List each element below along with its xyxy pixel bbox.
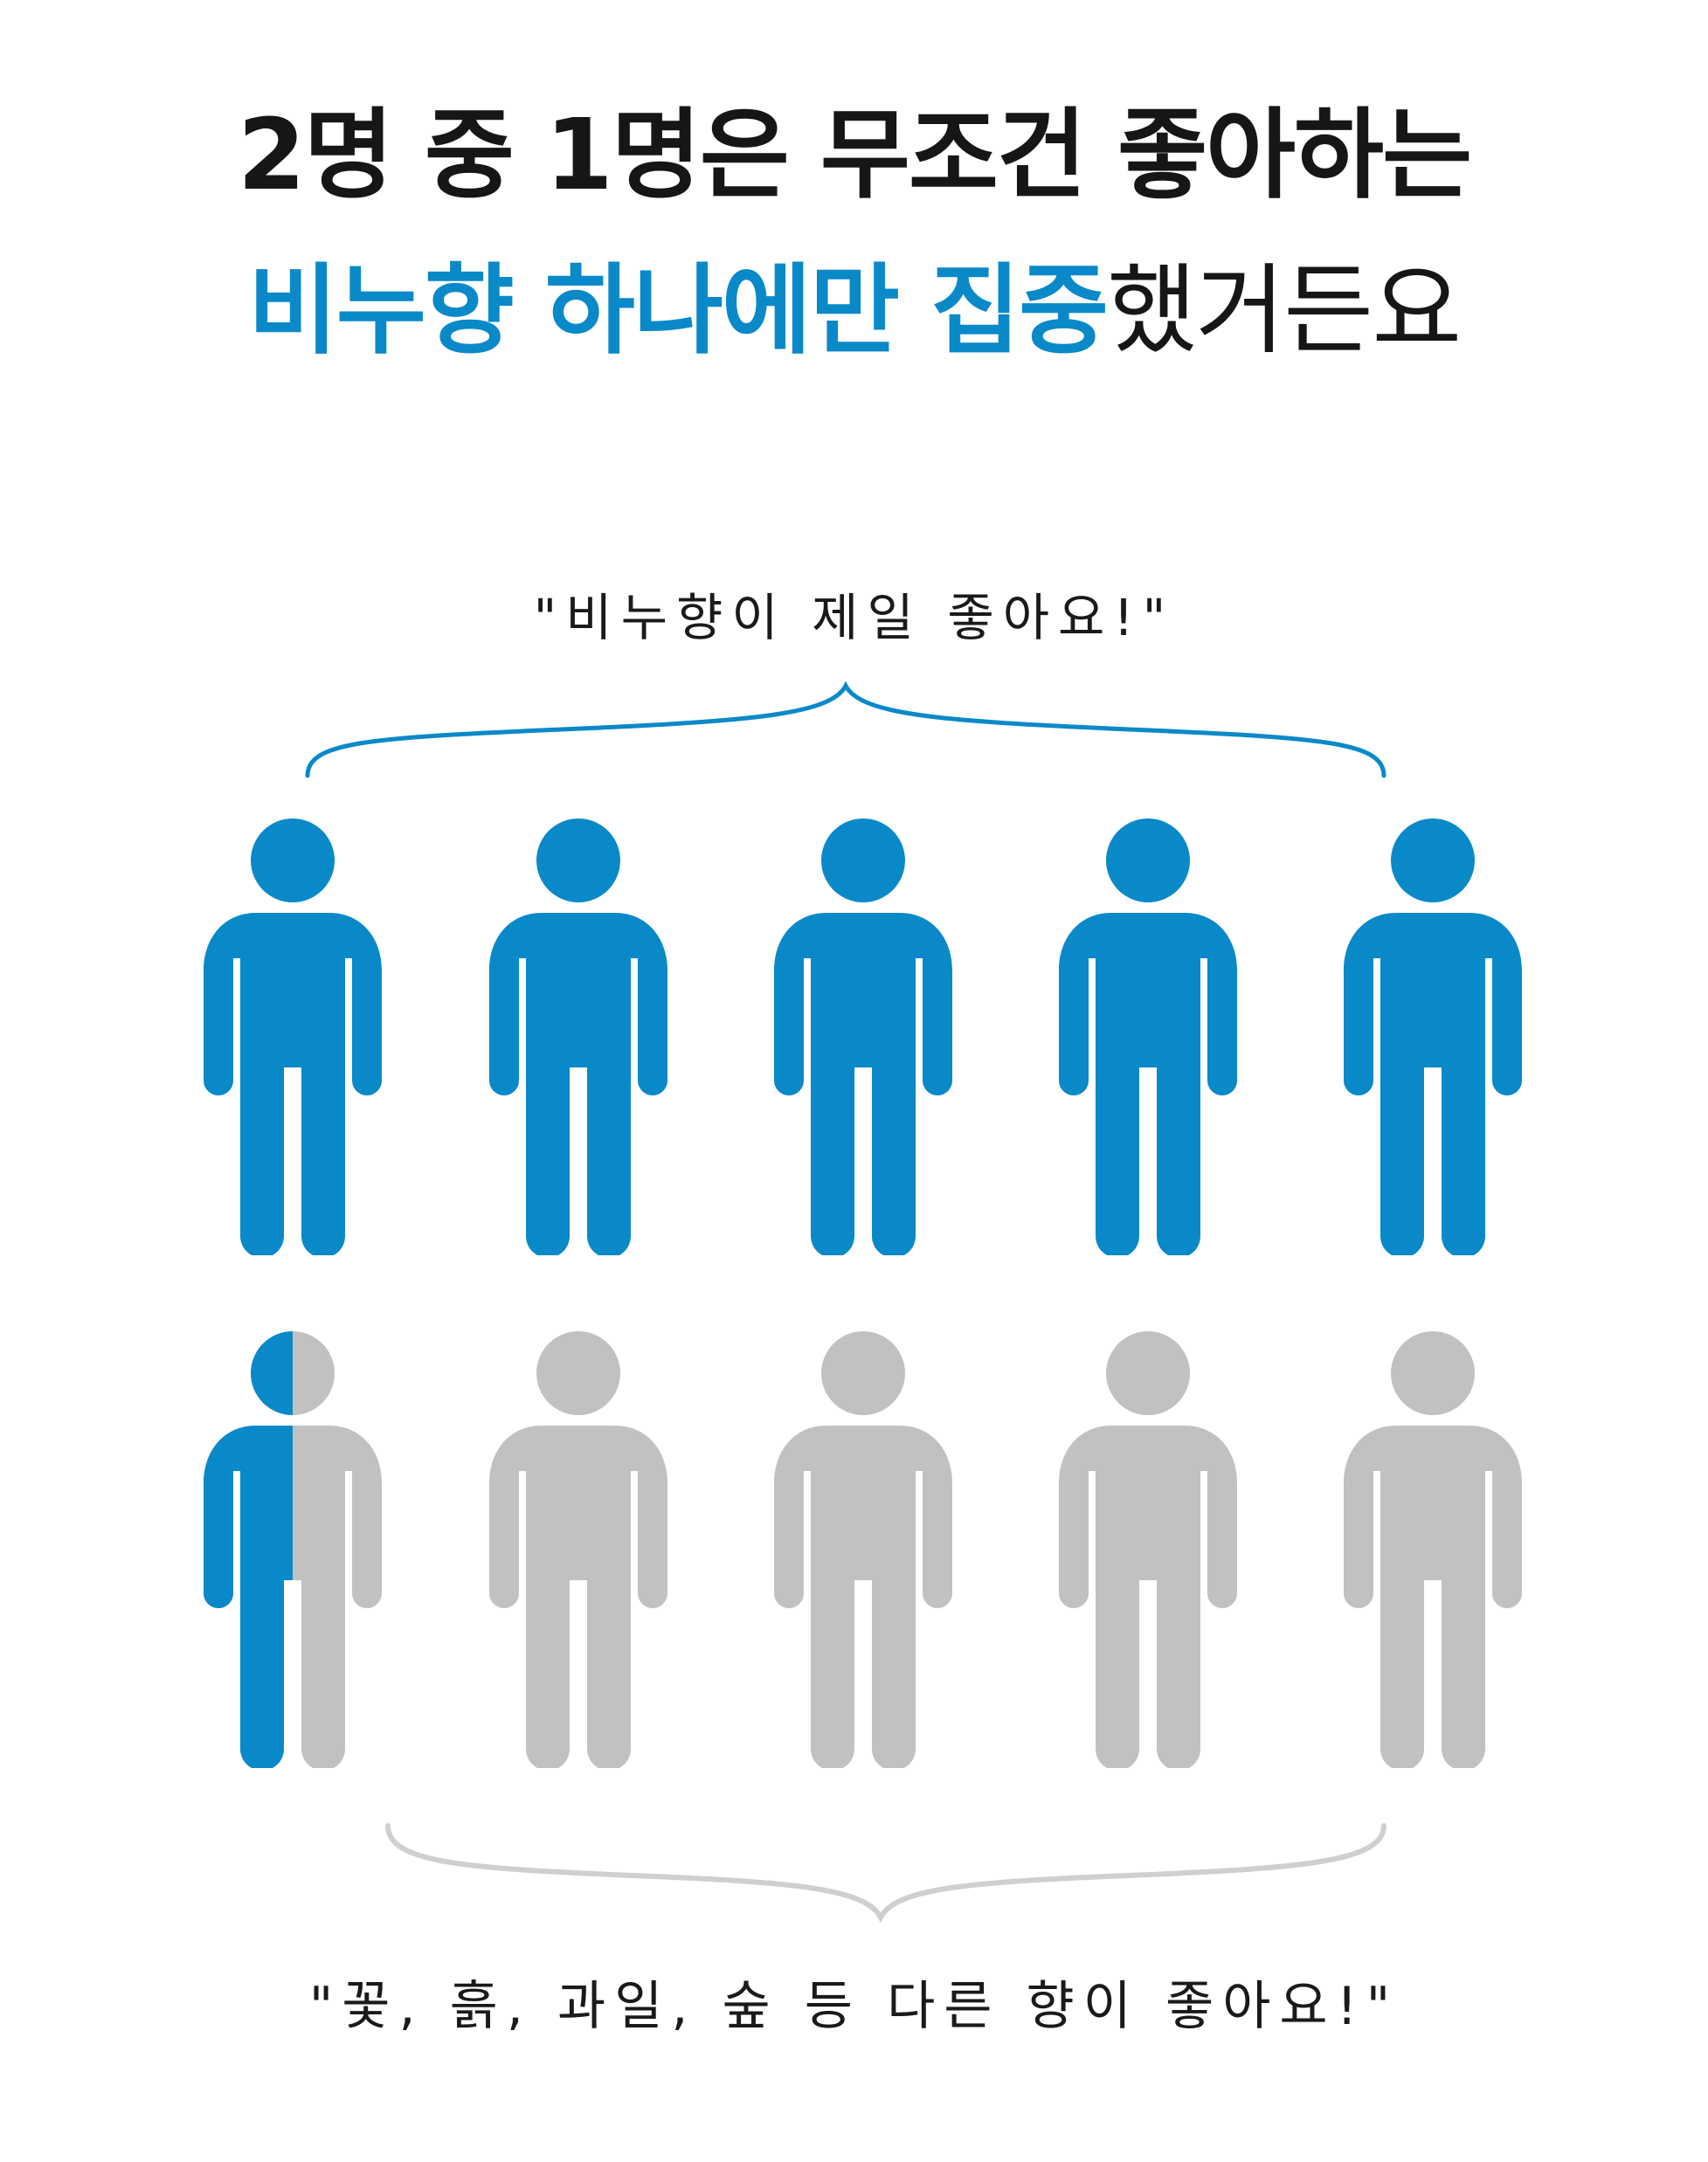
- bottom-row: [204, 1331, 1522, 1768]
- person-icon-gray: [1059, 1331, 1237, 1768]
- headline-rest: 했거든요: [1107, 254, 1462, 368]
- headline-line-1: 2명 중 1명은 무조건 좋아하는: [0, 107, 1708, 204]
- headline-line-2: 비누향 하나에만 집중했거든요: [0, 262, 1708, 360]
- person-icon-blue: [774, 819, 952, 1255]
- person-icon-half-blue: [204, 1331, 382, 1768]
- quote-soap-favorite: "비누향이 제일 좋아요!": [533, 588, 1175, 647]
- quote-other-scents: "꽃, 흙, 과일, 숲 등 다른 향이 좋아요!": [308, 1976, 1400, 2037]
- top-row: [204, 819, 1522, 1255]
- person-icon-blue: [1059, 819, 1237, 1255]
- person-icon-gray: [489, 1331, 667, 1768]
- person-icon-gray: [1344, 1331, 1522, 1768]
- headline-highlight-focus: 집중: [930, 254, 1109, 368]
- person-icon-gray: [774, 1331, 952, 1768]
- person-icon-blue: [204, 819, 382, 1255]
- person-icon-blue: [489, 819, 667, 1255]
- headline-highlight-soap-scent: 비누향 하나에만: [247, 254, 900, 368]
- headline-line-1-text: 2명 중 1명은 무조건 좋아하는: [237, 99, 1472, 212]
- person-icon-blue: [1344, 819, 1522, 1255]
- bottom-bracket: [385, 1823, 1386, 1924]
- top-bracket: [305, 680, 1386, 778]
